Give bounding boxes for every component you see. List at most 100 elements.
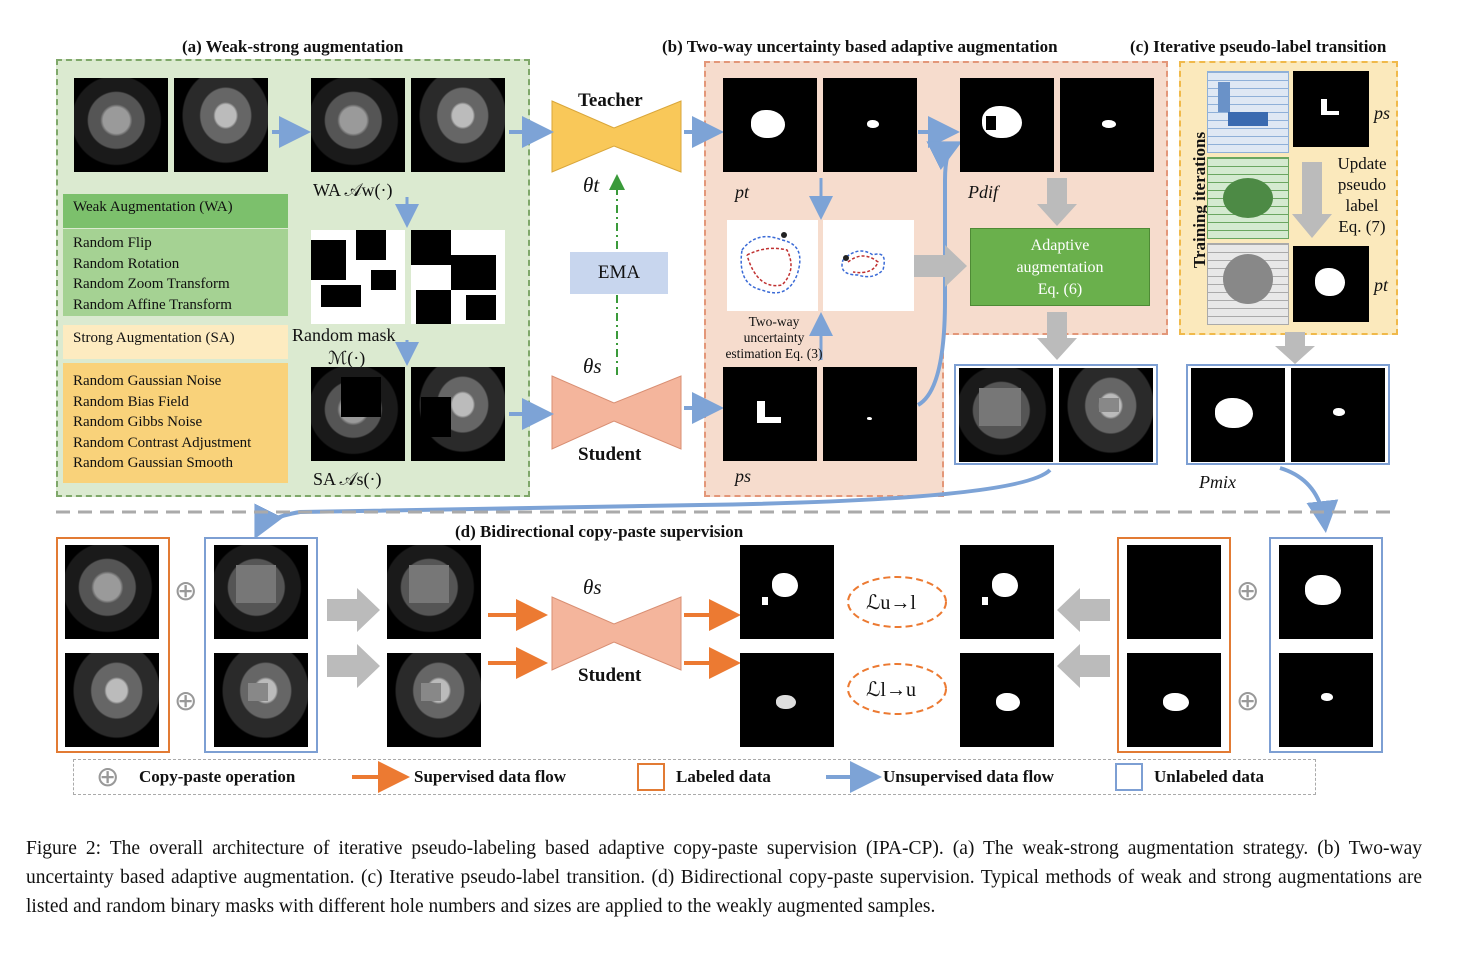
uncertainty-map-1	[727, 220, 818, 311]
grey-arrow-uncert-to-adaptive	[914, 245, 967, 287]
grey-arrow-c-to-pmix	[1275, 332, 1315, 364]
arrow-pmix-to-d	[1279, 466, 1339, 533]
update-label: Update pseudo label Eq. (7)	[1327, 153, 1397, 237]
pmix-frame	[1186, 364, 1390, 465]
adaptive-line-1: Adaptive	[1030, 237, 1090, 254]
theta-s-label: θs	[583, 354, 602, 378]
unlabeled-mixed-2	[214, 653, 308, 747]
mixed-output-1	[959, 368, 1053, 462]
strong-aug-item: Random Bias Field	[73, 393, 189, 410]
pred-d-1	[740, 545, 834, 639]
random-mask-label: Random mask	[292, 325, 396, 345]
mixed-input-1	[387, 545, 481, 639]
weak-aug-item: Random Rotation	[73, 255, 180, 272]
figure-caption: Figure 2: The overall architecture of it…	[26, 838, 1422, 917]
ps-c-label: ps	[1374, 103, 1391, 123]
loss-ellipse-ul	[847, 576, 947, 628]
pmix-label: Pmix	[1199, 472, 1236, 492]
grid-map-2	[1207, 157, 1289, 239]
weak-aug-header: Weak Augmentation (WA)	[63, 194, 288, 228]
unlabeled-frame-d-left	[204, 537, 318, 753]
target-d-2	[960, 653, 1054, 747]
sa-label: SA 𝒜s(·)	[313, 469, 382, 489]
copy-paste-icon-4: ⊕	[1236, 684, 1260, 717]
adaptive-line-3: Eq. (6)	[1037, 281, 1083, 298]
arrow-mixed-to-d	[254, 468, 1052, 540]
grey-arrow-d-1	[327, 588, 380, 632]
pmix-2	[1291, 368, 1385, 462]
grid-map-3	[1207, 243, 1289, 325]
strong-aug-item: Random Contrast Adjustment	[73, 434, 252, 451]
update-line-2: pseudo	[1337, 175, 1387, 194]
pdif-1	[960, 78, 1054, 172]
strong-aug-header: Strong Augmentation (SA)	[63, 325, 288, 359]
random-mask-1	[311, 230, 405, 324]
strong-aug-item: Random Gibbs Noise	[73, 414, 203, 430]
student-d-label: Student	[578, 665, 642, 686]
ct-image-sa-1	[311, 367, 405, 461]
unlabeled-mask-2	[1279, 653, 1373, 747]
ct-image-input-2	[174, 78, 268, 172]
teacher-label: Teacher	[578, 90, 643, 111]
pred-pt-1	[723, 78, 817, 172]
update-line-4: Eq. (7)	[1338, 217, 1386, 236]
copy-paste-icon-1: ⊕	[174, 574, 198, 607]
unlabeled-frame-d-right	[1269, 537, 1383, 753]
arrow-ps-to-pdif	[916, 141, 963, 407]
legend-unlabeled-swatch	[1115, 763, 1143, 791]
labeled-ct-1	[65, 545, 159, 639]
mixed-input-2	[387, 653, 481, 747]
weak-aug-item: Random Affine Transform	[73, 296, 232, 313]
student-label: Student	[578, 444, 642, 465]
labeled-mask-1	[1127, 545, 1221, 639]
grey-arrow-d-2	[327, 644, 380, 688]
target-d-1	[960, 545, 1054, 639]
mixed-output-2	[1059, 368, 1153, 462]
weak-aug-list: Random Flip Random Rotation Random Zoom …	[63, 229, 288, 316]
labeled-mask-2	[1127, 653, 1221, 747]
ps-label: ps	[735, 466, 752, 486]
pred-pt-2	[823, 78, 917, 172]
legend-labeled-swatch	[637, 763, 665, 791]
student-network-d	[551, 596, 682, 671]
legend-copy-paste-icon: ⊕	[96, 760, 120, 793]
pred-d-2	[740, 653, 834, 747]
pmix-1	[1191, 368, 1285, 462]
weak-aug-item: Random Zoom Transform	[73, 276, 230, 292]
strong-aug-item: Random Gaussian Smooth	[73, 455, 233, 471]
unlabeled-mixed-1	[214, 545, 308, 639]
ema-label: EMA	[570, 252, 668, 294]
mask-function-label: ℳ(·)	[328, 348, 366, 368]
teacher-network	[551, 100, 682, 173]
grey-arrow-update	[1292, 162, 1332, 238]
strong-aug-item: Random Gaussian Noise	[73, 373, 222, 389]
pt-label: pt	[735, 182, 750, 202]
adaptive-line-2: augmentation	[1016, 259, 1104, 276]
grey-arrow-d-3	[1057, 588, 1110, 632]
legend-copy-paste: Copy-paste operation	[139, 767, 296, 786]
labeled-frame-d-left	[56, 537, 170, 753]
legend-unsupervised: Unsupervised data flow	[883, 767, 1054, 786]
loss-ellipse-lu	[847, 663, 947, 715]
ct-image-sa-2	[411, 367, 505, 461]
ct-image-wa-2	[411, 78, 505, 172]
legend-unlabeled: Unlabeled data	[1154, 767, 1265, 786]
ct-image-wa-1	[311, 78, 405, 172]
unlabeled-mask-1	[1279, 545, 1373, 639]
mixed-output-frame	[954, 364, 1158, 465]
copy-paste-icon-2: ⊕	[174, 684, 198, 717]
grey-arrow-d-4	[1057, 644, 1110, 688]
pred-ps-1	[723, 367, 817, 461]
pt-c-label: pt	[1374, 275, 1389, 295]
grey-arrow-adaptive-to-mixed	[1037, 312, 1077, 360]
panel-a-title: (a) Weak-strong augmentation	[182, 37, 404, 56]
wa-label: WA 𝒜w(·)	[313, 180, 393, 200]
pdif-2	[1060, 78, 1154, 172]
student-network	[551, 375, 682, 450]
panel-d-title: (d) Bidirectional copy-paste supervision	[455, 522, 744, 541]
update-line-3: label	[1345, 196, 1379, 215]
labeled-ct-2	[65, 653, 159, 747]
pdif-label: Pdif	[968, 182, 998, 202]
labeled-frame-d-right	[1117, 537, 1231, 753]
pred-ps-2	[823, 367, 917, 461]
